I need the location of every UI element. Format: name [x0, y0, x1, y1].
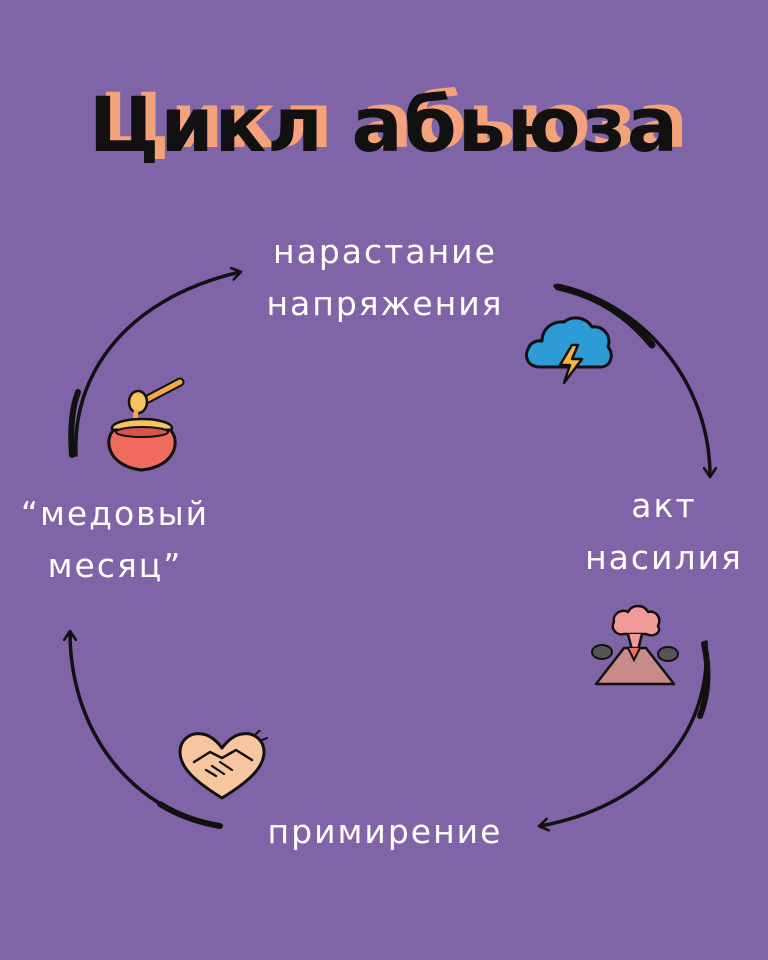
stage-honeymoon-line1: “медовый [20, 494, 210, 533]
stage-tension: нарастание напряжения [230, 226, 540, 330]
stage-honeymoon-line2: месяц” [47, 546, 183, 585]
stage-reconciliation-line1: примирение [267, 812, 503, 851]
arrow-honeymoon-to-tension [74, 272, 240, 457]
arrow-violence-to-reconciliation [540, 640, 709, 826]
volcano-icon [591, 604, 679, 686]
stage-violence-line1: акт [631, 486, 697, 525]
storm-cloud-icon [525, 316, 613, 385]
title-shadow: Цикл абьюза [98, 76, 690, 165]
heart-handshake-icon [178, 730, 268, 800]
stage-violence-line2: насилия [585, 538, 743, 577]
stage-reconciliation: примирение [230, 806, 540, 858]
stage-tension-line2: напряжения [266, 284, 504, 323]
page-title: Цикл абьюза [88, 80, 680, 169]
stage-honeymoon: “медовый месяц” [0, 488, 230, 592]
stage-violence: акт насилия [560, 480, 768, 584]
title-block: Цикл абьюза Цикл абьюза [0, 75, 768, 175]
honey-pot-icon [107, 377, 185, 472]
stage-tension-line1: нарастание [273, 232, 497, 271]
